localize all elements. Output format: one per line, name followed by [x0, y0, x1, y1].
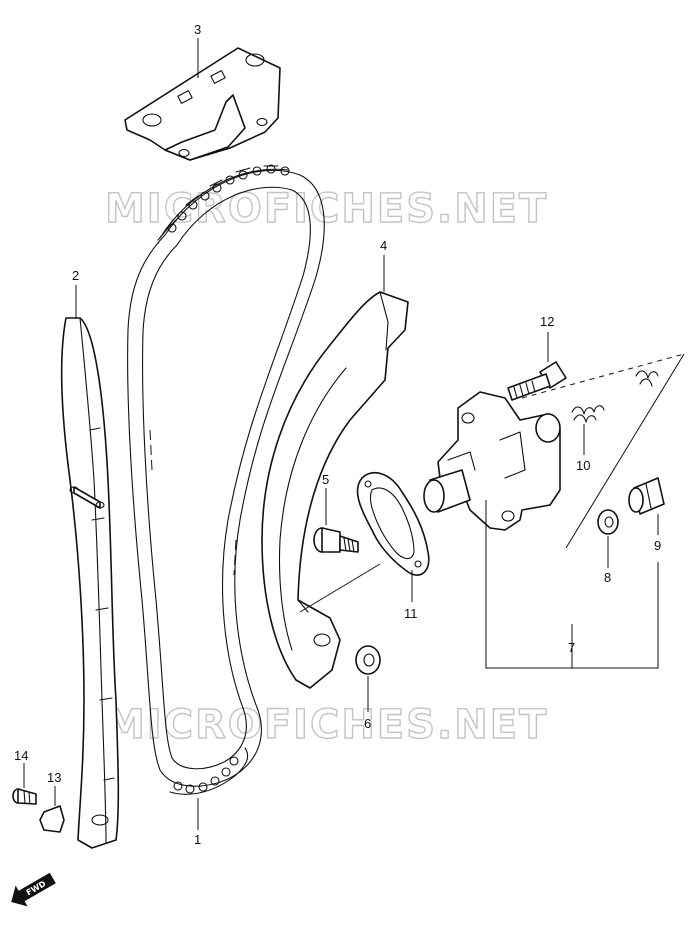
callout-12: 12: [540, 314, 554, 329]
part-8-washer: [597, 509, 619, 535]
part-2-chain-guide-left: [60, 317, 120, 849]
callout-6: 6: [364, 716, 371, 731]
part-6-washer: [355, 645, 381, 675]
part-1-cam-chain: [127, 164, 325, 795]
callout-5: 5: [322, 472, 329, 487]
part-11-gasket: [356, 471, 430, 576]
callout-1: 1: [194, 832, 201, 847]
part-3-chain-guide-top: [124, 47, 281, 161]
callout-8: 8: [604, 570, 611, 585]
part-14-bolt: [12, 788, 37, 805]
part-10-spring-group: [521, 353, 685, 549]
callout-leaders: [23, 38, 659, 830]
callout-7: 7: [568, 640, 575, 655]
part-9-cap-bolt: [628, 477, 665, 515]
part-12-bolt: [507, 361, 567, 401]
callout-labels: 1 2 3 4 5 6 7 8 9 10 11 12 13 14: [14, 22, 661, 847]
part-7-tensioner-assembly: [423, 391, 561, 531]
part-13-cushion: [39, 805, 65, 833]
callout-3: 3: [194, 22, 201, 37]
callout-4: 4: [380, 238, 387, 253]
watermark-bottom: MICROFICHES.NET: [105, 702, 548, 748]
callout-10: 10: [576, 458, 590, 473]
callout-2: 2: [72, 268, 79, 283]
part-5-pivot-bolt: [313, 527, 359, 553]
callout-13: 13: [47, 770, 61, 785]
fwd-arrow-badge: FWD: [11, 872, 56, 907]
callout-14: 14: [14, 748, 28, 763]
callout-9: 9: [654, 538, 661, 553]
callout-11: 11: [404, 606, 418, 621]
part-4-tensioner-arm: [261, 291, 409, 689]
watermark-top: MICROFICHES.NET: [105, 186, 548, 232]
